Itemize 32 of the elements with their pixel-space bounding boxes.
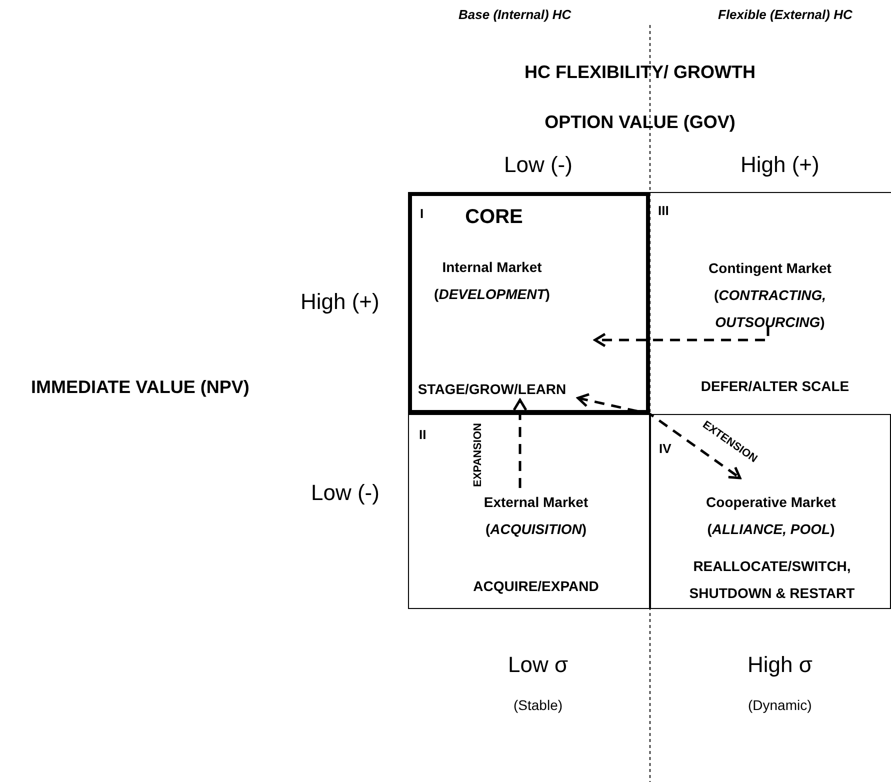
option-label: ACQUIRE/EXPAND: [472, 577, 600, 596]
quadrant-number: IV: [659, 440, 672, 458]
axis-value: High (+): [300, 289, 380, 315]
quadrant-title: CORE: [464, 205, 524, 230]
option-label: STAGE/GROW/LEARN: [416, 380, 568, 399]
matrix-quadrant: [408, 192, 650, 414]
market-label: Contingent Market (CONTRACTING, OUTSOURCING): [708, 259, 832, 332]
matrix-quadrant: [650, 414, 891, 609]
axis-value: High σ: [748, 652, 812, 678]
axis-value: High (+): [740, 152, 820, 178]
matrix-quadrant: [408, 414, 650, 609]
axis-title: HC FLEXIBILITY/ GROWTH OPTION VALUE (GOV): [524, 61, 756, 134]
quadrant-number: I: [420, 205, 425, 223]
quadrant-number: III: [658, 202, 670, 220]
market-label: External Market (ACQUISITION): [482, 493, 590, 539]
column-heading: Flexible (External) HC: [718, 7, 852, 22]
axis-value: Low (-): [311, 480, 380, 506]
axis-value: Low (-): [504, 152, 572, 178]
market-label: Cooperative Market (ALLIANCE, POOL): [705, 493, 837, 539]
arrow: [576, 393, 742, 480]
axis-value: Low σ: [508, 652, 568, 678]
axis-title: IMMEDIATE VALUE (NPV): [31, 377, 250, 398]
axis-note: (Dynamic): [748, 697, 812, 713]
option-label: DEFER/ALTER SCALE: [700, 377, 850, 396]
arrow: [594, 326, 770, 348]
column-heading: Base (Internal) HC: [458, 7, 572, 22]
arrow: [512, 398, 528, 488]
market-label: Internal Market (DEVELOPMENT): [433, 258, 551, 304]
edge-label: EXPANSION: [472, 423, 484, 487]
option-label: REALLOCATE/SWITCH, SHUTDOWN & RESTART: [688, 557, 856, 603]
axis-note: (Stable): [514, 697, 563, 713]
quadrant-number: II: [419, 426, 428, 444]
